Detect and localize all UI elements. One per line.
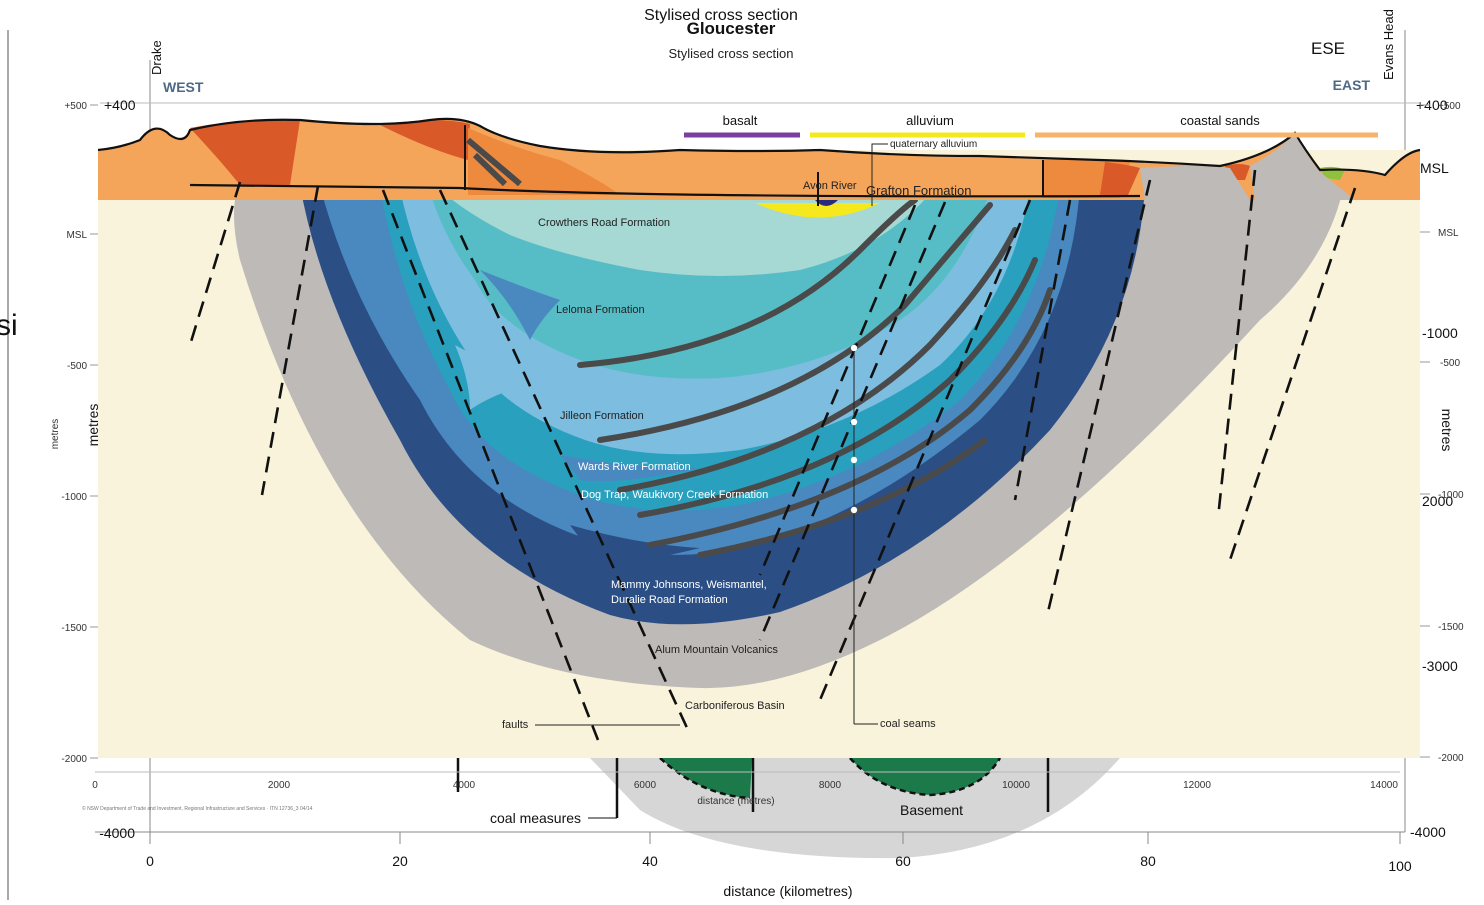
mammy-label-2: Duralie Road Formation	[611, 594, 728, 606]
copyright-text: © NSW Department of Trade and Investment…	[82, 805, 313, 812]
tongue-3	[560, 455, 700, 482]
basement-green-left	[660, 758, 752, 798]
m-tick-12000: 12000	[1183, 780, 1211, 791]
crowthers-label: Crowthers Road Formation	[538, 217, 670, 229]
alluvium-label: alluvium	[906, 113, 954, 128]
evans-head-label: Evans Head	[1381, 9, 1396, 80]
outer-left-top-marker: +400	[104, 97, 136, 113]
grafton-coal-ribs	[466, 137, 522, 187]
coal-measures-label: coal measures	[490, 810, 581, 826]
faults-label: faults	[502, 719, 529, 731]
coal-seam-points	[850, 344, 858, 514]
leloma-label: Leloma Formation	[556, 304, 645, 316]
basement-label: Basement	[900, 802, 963, 818]
inner-right-ticks	[1420, 104, 1430, 758]
alum-label: Alum Mountain Volcanics	[655, 644, 778, 656]
basement-green-right	[850, 758, 1000, 795]
drake-label: Drake	[149, 40, 164, 75]
tongue-2	[455, 345, 540, 410]
tongue-4	[570, 525, 700, 565]
inner-left-tick-m1500: -1500	[61, 623, 87, 634]
km-tick-40: 40	[642, 853, 658, 869]
outer-right-tick-m3000: -3000	[1422, 658, 1458, 674]
orange-wedge-west	[468, 128, 620, 195]
mammy-label-1: Mammy Johnsons, Weismantel,	[611, 579, 767, 591]
outer-right-tick-m4000: -4000	[1410, 824, 1446, 840]
wards-river-label: Wards River Formation	[578, 461, 691, 473]
m-tick-4000: 4000	[453, 780, 476, 791]
basement-dash-right	[849, 757, 1002, 797]
m-tick-2000: 2000	[268, 780, 291, 791]
km-axis-ticks	[149, 832, 1401, 844]
main-title: Gloucester	[687, 19, 776, 38]
m-tick-0: 0	[92, 780, 98, 791]
west-label: WEST	[163, 79, 204, 95]
inner-right-tick-m1500: -1500	[1438, 622, 1464, 633]
inner-right-tick-m500: -500	[1440, 358, 1460, 369]
km-axis-label: distance (kilometres)	[723, 883, 852, 899]
outer-basin-shape	[590, 758, 1120, 859]
km-tick-60: 60	[895, 853, 911, 869]
sub-title: Stylised cross section	[669, 46, 794, 61]
inner-right-tick-m2000: -2000	[1438, 753, 1464, 764]
inner-left-axis-label: metres	[50, 419, 61, 450]
east-ridge-rock	[1140, 166, 1250, 200]
m-tick-6000: 6000	[634, 780, 657, 791]
inner-left-tick-p500: +500	[64, 101, 87, 112]
coal-seams-label: coal seams	[880, 718, 936, 730]
east-ridge-rock-2	[1250, 133, 1355, 200]
coal-seams	[577, 197, 1053, 558]
km-tick-20: 20	[392, 853, 408, 869]
quaternary-leader	[871, 143, 888, 206]
outer-right-tick-p400: +400	[1416, 97, 1448, 113]
outer-right-tick-msl: MSL	[1420, 160, 1449, 176]
top-title: Stylised cross section	[644, 7, 798, 24]
inner-left-tick-msl: MSL	[66, 230, 87, 241]
inner-diagram: basalt alluvium coastal sands quaternary…	[50, 19, 1464, 812]
basalt-label: basalt	[723, 113, 758, 128]
inner-left-tick-m1000: -1000	[61, 492, 87, 503]
outer-right-tick-2000: 2000	[1422, 493, 1453, 509]
m-tick-14000: 14000	[1370, 780, 1398, 791]
m-axis-label: distance (metres)	[697, 796, 774, 807]
km-tick-80: 80	[1140, 853, 1156, 869]
km-tick-100: 100	[1388, 858, 1412, 874]
quaternary-alluvium-fill	[755, 203, 880, 218]
avon-river-channel	[815, 200, 838, 206]
outer-left-axis-label: metres	[85, 404, 101, 447]
inner-left-tick-m500: -500	[67, 361, 87, 372]
east-label: EAST	[1333, 77, 1371, 93]
outer-clipped-text: si	[0, 309, 18, 342]
inner-right-tick-msl: MSL	[1438, 228, 1459, 239]
m-tick-8000: 8000	[819, 780, 842, 791]
jilleon-label: Jilleon Formation	[560, 410, 644, 422]
ese-label: ESE	[1311, 39, 1345, 58]
outer-right-tick-m1000: -1000	[1422, 325, 1458, 341]
grafton-label: Grafton Formation	[866, 183, 972, 198]
basement-dash-left	[659, 757, 751, 800]
coastal-sands-label: coastal sands	[1180, 113, 1260, 128]
outer-left-tick-m4000: -4000	[99, 825, 135, 841]
carboniferous-label: Carboniferous Basin	[685, 700, 785, 712]
km-tick-0: 0	[146, 853, 154, 869]
basalt-east	[1100, 162, 1140, 195]
m-tick-10000: 10000	[1002, 780, 1030, 791]
dog-trap-label: Dog Trap, Waukivory Creek Formation	[581, 489, 768, 501]
avon-river-label: Avon River	[803, 180, 857, 192]
grafton-base-line	[189, 183, 1141, 198]
inner-left-ticks	[90, 104, 98, 759]
quaternary-alluvium-label: quaternary alluvium	[890, 139, 977, 150]
basalt-west	[190, 119, 300, 185]
inner-right-tick-m1000: -1000	[1438, 490, 1464, 501]
basalt-west-2	[380, 120, 470, 160]
tongue-1	[480, 270, 560, 340]
outer-right-axis-label: metres	[1439, 409, 1455, 452]
inner-left-tick-m2000: -2000	[61, 754, 87, 765]
inner-right-tick-p500: +500	[1438, 101, 1461, 112]
